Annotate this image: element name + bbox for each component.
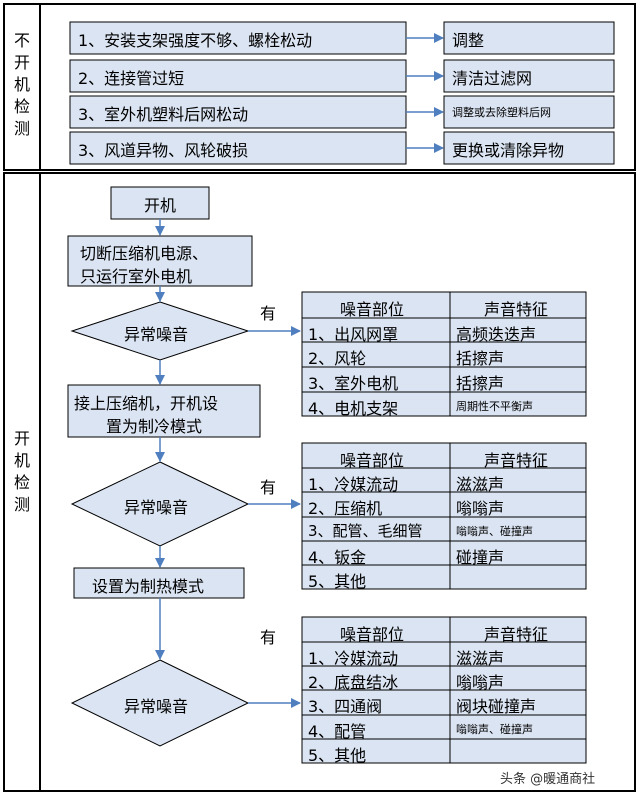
cause-box-1 bbox=[69, 21, 407, 55]
table3-part-4: 4、配管 bbox=[308, 722, 367, 741]
top-section-frame bbox=[3, 3, 636, 171]
cause-text-4: 3、风道异物、风轮破损 bbox=[78, 141, 249, 160]
step1-box bbox=[67, 235, 253, 287]
table3-sound-2: 嗡嗡声 bbox=[456, 673, 505, 692]
table2-part-1: 1、冷媒流动 bbox=[308, 475, 399, 494]
table2-sound-4: 碰撞声 bbox=[456, 548, 505, 567]
action-text-2: 清洁过滤网 bbox=[452, 69, 533, 88]
table3-sound-4: 嗡嗡声、碰撞声 bbox=[456, 723, 533, 736]
step3-box bbox=[73, 567, 245, 599]
table1-part-2: 2、风轮 bbox=[308, 349, 367, 368]
yes-label-3: 有 bbox=[260, 628, 277, 647]
step1-text-line2: 只运行室外电机 bbox=[80, 267, 193, 286]
table3-part-2: 2、底盘结冰 bbox=[308, 673, 399, 692]
table3-sound-3: 阀块碰撞声 bbox=[456, 697, 537, 716]
table2-sound-2: 嗡嗡声 bbox=[456, 499, 505, 518]
table1-part-4: 4、电机支架 bbox=[308, 399, 399, 418]
cause-box-3 bbox=[69, 95, 407, 129]
action-box-4 bbox=[443, 131, 615, 165]
noise-table-3 bbox=[301, 616, 587, 764]
table2-sound-1: 滋滋声 bbox=[456, 475, 505, 494]
action-box-2 bbox=[443, 59, 615, 93]
table3-header-sound: 声音特征 bbox=[484, 625, 549, 644]
yes-label-1: 有 bbox=[260, 304, 277, 323]
bottom-section-frame bbox=[3, 172, 636, 792]
yes-label-2: 有 bbox=[260, 478, 277, 497]
table1-sound-3: 括擦声 bbox=[456, 374, 505, 393]
table2-header-part: 噪音部位 bbox=[340, 451, 405, 470]
action-text-4: 更换或清除异物 bbox=[452, 141, 565, 160]
table1-header-sound: 声音特征 bbox=[484, 300, 549, 319]
table3-part-5: 5、其他 bbox=[308, 746, 367, 765]
section-label-power-on: 开机检测 bbox=[13, 429, 30, 514]
cause-text-1: 1、安装支架强度不够、螺栓松动 bbox=[78, 31, 313, 50]
action-box-1 bbox=[443, 21, 615, 55]
table3-part-3: 3、四通阀 bbox=[308, 697, 383, 716]
section-label-no-power: 不开机检测 bbox=[13, 31, 30, 138]
table3-sound-1: 滋滋声 bbox=[456, 649, 505, 668]
table1-header-part: 噪音部位 bbox=[340, 300, 405, 319]
table2-part-2: 2、压缩机 bbox=[308, 499, 383, 518]
table2-part-4: 4、钣金 bbox=[308, 548, 367, 567]
action-box-3 bbox=[443, 95, 615, 129]
table3-header-part: 噪音部位 bbox=[340, 625, 405, 644]
table1-sound-1: 高频迭迭声 bbox=[456, 325, 537, 344]
table1-sound-4: 周期性不平衡声 bbox=[456, 400, 533, 413]
step2-box bbox=[67, 384, 261, 438]
watermark: 头条 @暖通商社 bbox=[500, 772, 596, 787]
cause-box-4 bbox=[69, 131, 407, 165]
table2-part-5: 5、其他 bbox=[308, 572, 367, 591]
start-text: 开机 bbox=[144, 196, 177, 215]
decision3-diamond bbox=[70, 659, 250, 747]
cause-text-2: 2、连接管过短 bbox=[78, 69, 185, 88]
action-text-3: 调整或去除塑料后网 bbox=[452, 106, 551, 119]
cause-text-3: 3、室外机塑料后网松动 bbox=[78, 105, 249, 124]
step2-text-line2: 置为制冷模式 bbox=[106, 417, 203, 436]
table1-part-3: 3、室外电机 bbox=[308, 374, 399, 393]
table2-header-sound: 声音特征 bbox=[484, 451, 549, 470]
step2-text-line1: 接上压缩机，开机设 bbox=[74, 394, 219, 413]
noise-table-2 bbox=[301, 442, 587, 590]
table2-sound-3: 嗡嗡声、碰撞声 bbox=[456, 525, 533, 538]
action-text-1: 调整 bbox=[452, 31, 485, 50]
start-box bbox=[110, 186, 210, 220]
table1-sound-2: 括擦声 bbox=[456, 349, 505, 368]
table1-part-1: 1、出风网罩 bbox=[308, 325, 399, 344]
table2-part-3: 3、配管、毛细管 bbox=[308, 522, 423, 540]
noise-table-1 bbox=[301, 291, 587, 417]
decision1-text: 异常噪音 bbox=[124, 325, 189, 344]
decision2-text: 异常噪音 bbox=[124, 498, 189, 517]
step3-text: 设置为制热模式 bbox=[92, 577, 205, 596]
decision3-text: 异常噪音 bbox=[124, 697, 189, 716]
step1-text-line1: 切断压缩机电源、 bbox=[80, 244, 209, 263]
table3-part-1: 1、冷媒流动 bbox=[308, 649, 399, 668]
